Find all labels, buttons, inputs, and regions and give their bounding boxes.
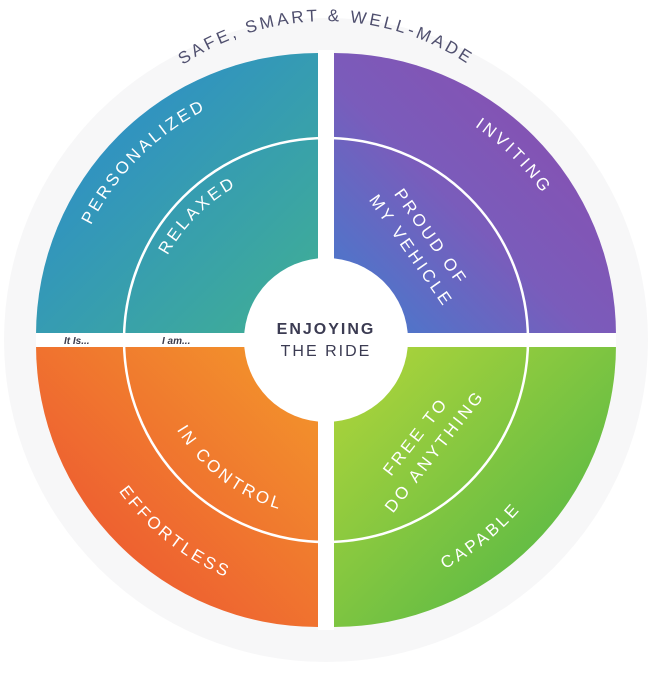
quadrant-bottom-left xyxy=(36,345,318,627)
gap-label-inner: I am... xyxy=(162,336,190,347)
inner-ring-line xyxy=(122,136,530,544)
quadrant-top-right xyxy=(334,53,616,335)
center-subtitle: THE RIDE xyxy=(281,343,372,360)
center-title: ENJOYING xyxy=(277,321,376,338)
gap-label-outer: It Is... xyxy=(64,336,90,347)
quadrant-bottom-right xyxy=(334,345,616,627)
quadrant-top-left xyxy=(36,53,318,335)
center-circle xyxy=(244,258,408,422)
